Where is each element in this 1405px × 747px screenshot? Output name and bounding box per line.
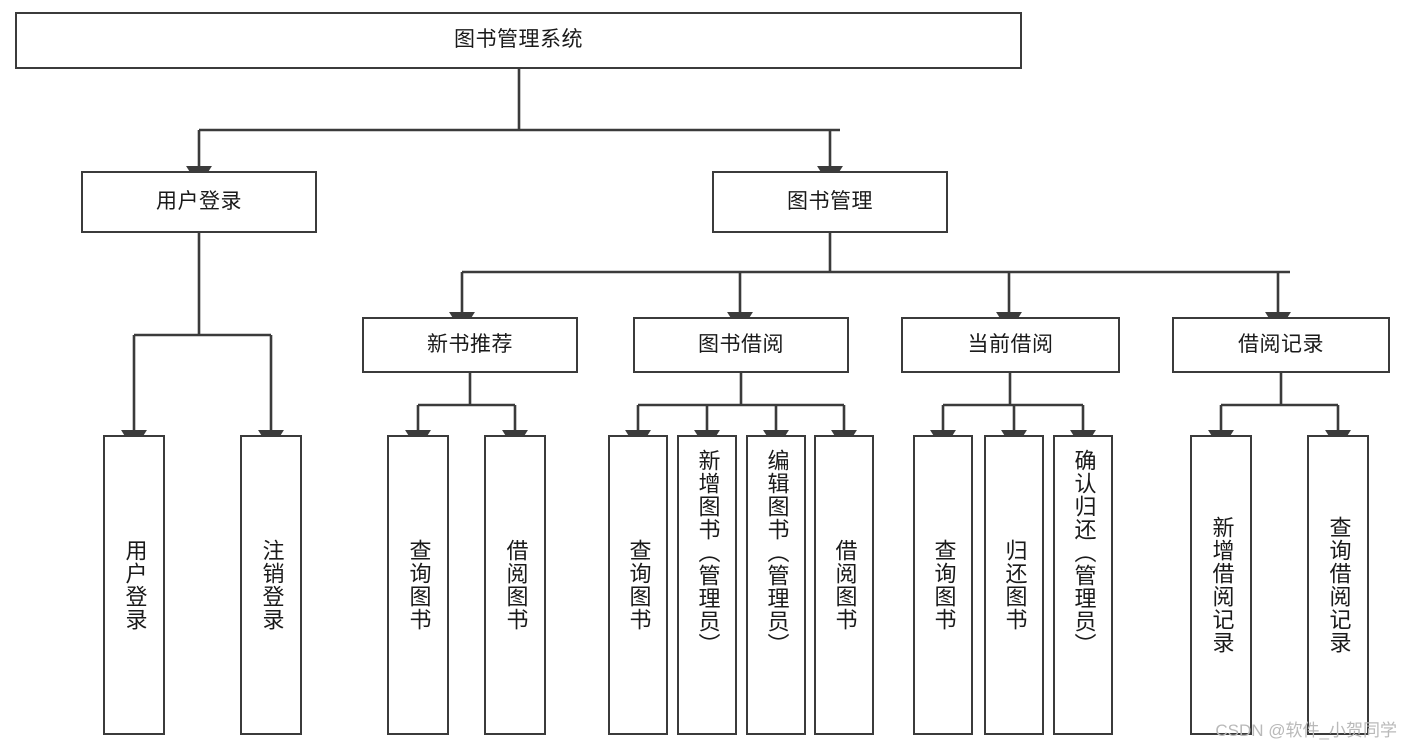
node-leaf-query-book-recommend[interactable]: 查询图书	[387, 435, 449, 735]
node-current-borrow[interactable]: 当前借阅	[901, 317, 1120, 373]
node-leaf-query-book-recommend-label: 查询图书	[406, 539, 432, 631]
node-leaf-borrow-book-label: 借阅图书	[832, 539, 858, 631]
node-book-manage-label: 图书管理	[787, 189, 873, 213]
node-book-borrow-label: 图书借阅	[698, 332, 784, 356]
node-leaf-query-book-current[interactable]: 查询图书	[913, 435, 973, 735]
node-leaf-borrow-book[interactable]: 借阅图书	[814, 435, 874, 735]
node-leaf-logout-login-label: 注销登录	[259, 539, 285, 631]
node-leaf-user-login[interactable]: 用户登录	[103, 435, 165, 735]
node-borrow-record-label: 借阅记录	[1238, 332, 1324, 356]
node-leaf-query-borrow-record-label: 查询借阅记录	[1326, 516, 1352, 654]
node-leaf-add-book-admin[interactable]: 新增图书（管理员）	[677, 435, 737, 735]
node-leaf-user-login-label: 用户登录	[122, 539, 148, 631]
node-leaf-return-book[interactable]: 归还图书	[984, 435, 1044, 735]
node-leaf-add-borrow-record[interactable]: 新增借阅记录	[1190, 435, 1252, 735]
node-leaf-add-borrow-record-label: 新增借阅记录	[1209, 516, 1235, 654]
node-borrow-record[interactable]: 借阅记录	[1172, 317, 1390, 373]
node-leaf-add-book-admin-label: 新增图书（管理员）	[695, 449, 721, 656]
node-new-book-recommend[interactable]: 新书推荐	[362, 317, 578, 373]
node-current-borrow-label: 当前借阅	[967, 332, 1054, 356]
node-leaf-borrow-book-recommend-label: 借阅图书	[503, 539, 529, 631]
node-leaf-confirm-return-admin[interactable]: 确认归还（管理员）	[1053, 435, 1113, 735]
node-root-label: 图书管理系统	[454, 28, 583, 52]
node-leaf-edit-book-admin[interactable]: 编辑图书（管理员）	[746, 435, 806, 735]
node-book-manage[interactable]: 图书管理	[712, 171, 948, 233]
node-user-login-label: 用户登录	[156, 189, 242, 213]
node-leaf-query-book-current-label: 查询图书	[931, 539, 957, 631]
node-leaf-return-book-label: 归还图书	[1002, 539, 1028, 631]
node-new-book-recommend-label: 新书推荐	[427, 332, 513, 356]
node-leaf-confirm-return-admin-label: 确认归还（管理员）	[1071, 449, 1097, 656]
node-leaf-borrow-book-recommend[interactable]: 借阅图书	[484, 435, 546, 735]
node-book-borrow[interactable]: 图书借阅	[633, 317, 849, 373]
node-root[interactable]: 图书管理系统	[15, 12, 1022, 69]
node-leaf-query-book-borrow-label: 查询图书	[626, 539, 652, 631]
node-leaf-query-borrow-record[interactable]: 查询借阅记录	[1307, 435, 1369, 735]
watermark: CSDN @软件_小贺同学	[1215, 721, 1397, 740]
node-leaf-edit-book-admin-label: 编辑图书（管理员）	[764, 449, 790, 656]
node-user-login[interactable]: 用户登录	[81, 171, 317, 233]
node-leaf-logout-login[interactable]: 注销登录	[240, 435, 302, 735]
node-leaf-query-book-borrow[interactable]: 查询图书	[608, 435, 668, 735]
